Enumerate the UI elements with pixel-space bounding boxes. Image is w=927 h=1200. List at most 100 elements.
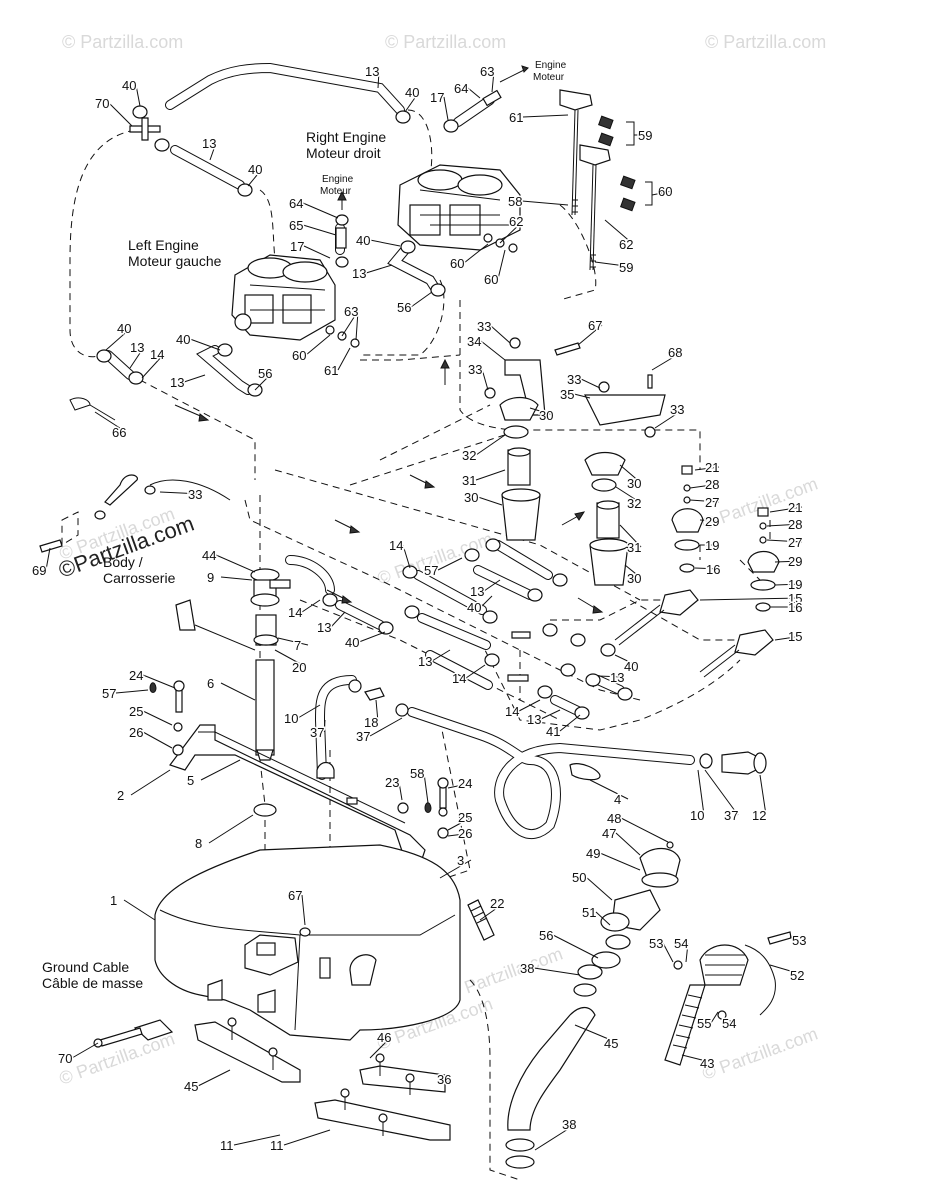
callout-number: 16 <box>706 562 720 577</box>
callout-number: 54 <box>674 936 688 951</box>
callout-number: 66 <box>112 425 126 440</box>
callout-leader <box>302 202 339 219</box>
callout-number: 33 <box>670 402 684 417</box>
callout-leader <box>129 346 145 369</box>
callout-leader <box>302 224 337 236</box>
callout-number: 58 <box>508 194 522 209</box>
callout-leader <box>402 544 411 569</box>
callout-number: 64 <box>454 81 468 96</box>
callout-leader <box>369 239 401 247</box>
callout-number: 7 <box>294 638 301 653</box>
fuel-valves <box>614 465 780 678</box>
callout-leader <box>624 564 642 579</box>
callout-leader <box>142 731 173 749</box>
callout-number: 33 <box>188 487 202 502</box>
callout-number: 70 <box>95 96 109 111</box>
callout-leader <box>704 769 739 816</box>
callout-leader <box>721 1017 737 1024</box>
callout-leader <box>447 782 473 789</box>
callout-number: 14 <box>288 605 302 620</box>
callout-number: 67 <box>588 318 602 333</box>
callout-leader <box>580 378 601 389</box>
callout-leader <box>681 1054 715 1064</box>
callout-number: 8 <box>195 836 202 851</box>
callout-number: 56 <box>258 366 272 381</box>
callout-leader <box>573 393 591 399</box>
callout-number: 14 <box>505 704 519 719</box>
callout-number: 18 <box>364 715 378 730</box>
callout-leader <box>123 899 156 921</box>
callout-leader <box>209 142 217 161</box>
callout-leader <box>577 324 603 346</box>
callout-number: 25 <box>458 810 472 825</box>
callout-leader <box>615 832 641 856</box>
callout-number: 13 <box>470 584 484 599</box>
callout-number: 55 <box>697 1016 711 1031</box>
callout-leader <box>769 964 805 976</box>
callout-number: 52 <box>790 968 804 983</box>
body-mount <box>39 397 231 553</box>
hoses-middle <box>285 540 625 717</box>
callout-number: 62 <box>619 237 633 252</box>
callout-number: 20 <box>292 660 306 675</box>
callout-leader <box>774 560 803 563</box>
callout-number: 24 <box>129 668 143 683</box>
t-fitting-top <box>129 117 161 141</box>
callout-number: 40 <box>176 332 190 347</box>
callout-number: 4 <box>614 792 621 807</box>
callout-leader <box>552 934 599 959</box>
callout-leader <box>534 1123 577 1151</box>
callout-number: 38 <box>520 961 534 976</box>
callout-leader <box>358 631 386 643</box>
callout-number: 50 <box>572 870 586 885</box>
ground-cable-label-fr: Câble de masse <box>42 975 143 991</box>
callout-number: 21 <box>788 500 802 515</box>
callout-leader <box>365 264 393 274</box>
right-engine-label: Right Engine <box>306 129 386 145</box>
callout-number: 62 <box>509 214 523 229</box>
callout-number: 26 <box>458 826 472 841</box>
callout-leader <box>597 675 625 678</box>
callout-leader <box>423 772 429 804</box>
engine-label: Engine <box>535 60 567 71</box>
callout-number: 21 <box>705 460 719 475</box>
pickup-assembly <box>175 568 291 817</box>
callout-number: 40 <box>122 78 136 93</box>
callout-number: 48 <box>607 811 621 826</box>
callout-number: 59 <box>619 260 633 275</box>
callout-leader <box>689 499 720 503</box>
callout-number: 13 <box>170 375 184 390</box>
callout-leader <box>431 649 451 662</box>
callout-number: 69 <box>32 563 46 578</box>
left-carburetor <box>231 254 336 341</box>
callout-number: 56 <box>539 928 553 943</box>
callout-leader <box>297 704 321 719</box>
callout-leader <box>518 699 541 712</box>
callout-leader <box>480 340 506 361</box>
callout-number: 32 <box>627 496 641 511</box>
callout-number: 9 <box>207 570 214 585</box>
callout-leader <box>447 832 473 837</box>
callout-leader <box>305 334 331 356</box>
callout-leader <box>375 699 379 723</box>
callout-leader <box>694 466 720 471</box>
callout-leader <box>619 464 642 484</box>
callout-leader <box>142 710 173 726</box>
callout-number: 31 <box>627 540 641 555</box>
callout-leader <box>444 1078 452 1085</box>
callout-number: 29 <box>788 554 802 569</box>
section-labels: Right Engine Moteur droit Left Engine Mo… <box>42 60 567 991</box>
callout-leader <box>477 496 503 506</box>
callout-leader <box>533 967 581 976</box>
callout-leader <box>651 351 683 371</box>
callout-leader <box>699 519 720 522</box>
callout-number: 40 <box>248 162 262 177</box>
callout-number: 45 <box>184 1079 198 1094</box>
callout-number: 60 <box>658 184 672 199</box>
callout-number: 11 <box>220 1138 234 1153</box>
callout-leader <box>789 936 807 941</box>
callout-leader <box>45 547 51 571</box>
callout-number: 31 <box>462 473 476 488</box>
callout-leader <box>105 327 132 351</box>
callout-number: 15 <box>788 591 802 606</box>
